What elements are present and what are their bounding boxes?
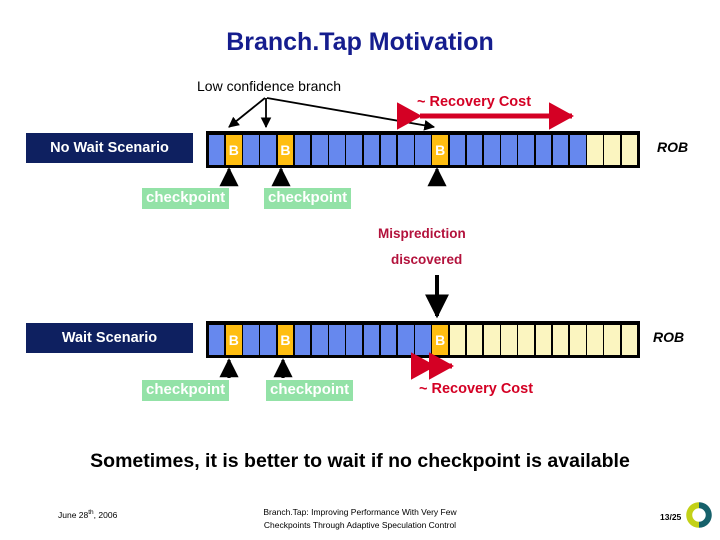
rob-cell-empty xyxy=(484,324,500,355)
footer-paper-line1: Branch.Tap: Improving Performance With V… xyxy=(263,507,457,517)
rob-cell-empty xyxy=(587,324,603,355)
scenario-label-no-wait: No Wait Scenario xyxy=(26,133,193,163)
rob-cell-occupied xyxy=(294,134,311,165)
rob-cell-empty xyxy=(466,324,483,355)
rob-cell-occupied xyxy=(449,134,466,165)
rob-cell-empty xyxy=(587,134,603,165)
rob-cell-branch: B xyxy=(432,134,449,165)
scenario-label-wait: Wait Scenario xyxy=(26,323,193,353)
rob-cell-empty xyxy=(621,134,638,165)
rob-cell-empty xyxy=(604,324,621,355)
rob-cell-empty xyxy=(518,324,535,355)
rob-cell-empty xyxy=(621,324,638,355)
footer-date-main: June 28 xyxy=(58,509,89,520)
rob-cell-occupied xyxy=(466,134,483,165)
rob-cell-empty xyxy=(449,324,466,355)
rob-cell-occupied xyxy=(208,324,225,355)
rob-cell-occupied xyxy=(363,324,380,355)
rob-cell-occupied xyxy=(312,134,328,165)
rob-cell-occupied xyxy=(380,324,397,355)
recovery-cost-label-bottom: ~ Recovery Cost xyxy=(419,381,534,397)
footer-date-suffix: th xyxy=(88,509,94,516)
rob-cell-branch: B xyxy=(277,134,294,165)
page-title: Branch.Tap Motivation xyxy=(226,28,494,56)
rob-cell-occupied xyxy=(260,134,277,165)
misprediction-label-line1: Misprediction xyxy=(378,226,466,241)
low-confidence-branch-label: Low confidence branch xyxy=(197,78,341,94)
rob-cell-occupied xyxy=(329,134,345,165)
rob-cell-occupied xyxy=(415,134,431,165)
footer-date-year: , 2006 xyxy=(93,509,118,520)
rob-cell-occupied xyxy=(535,134,552,165)
misprediction-label-line2: discovered xyxy=(391,252,463,267)
footer-page-number: 13/25 xyxy=(660,512,682,522)
rob-cell-occupied xyxy=(570,134,586,165)
checkpoint-chip: checkpoint xyxy=(142,188,230,209)
rob-cell-empty xyxy=(552,324,569,355)
checkpoint-arrows-no-wait xyxy=(219,167,447,187)
rob-cell-occupied xyxy=(243,134,259,165)
rob-cell-branch: B xyxy=(277,324,294,355)
rob-cell-occupied xyxy=(312,324,328,355)
footer-date: June 28th, 2006 xyxy=(58,509,117,520)
rob-cell-occupied xyxy=(346,134,363,165)
rob-cell-branch: B xyxy=(432,324,449,355)
rob-cell-occupied xyxy=(208,134,225,165)
rob-label-wait: ROB xyxy=(653,329,685,345)
rob-cell-branch: B xyxy=(226,324,242,355)
rob-cell-occupied xyxy=(380,134,397,165)
recovery-cost-label-top: ~ Recovery Cost xyxy=(417,94,532,110)
rob-cell-occupied xyxy=(398,324,414,355)
rob-cell-branch: B xyxy=(226,134,242,165)
rob-cell-occupied xyxy=(415,324,431,355)
rob-cell-occupied xyxy=(484,134,500,165)
footer-paper-title: Branch.Tap: Improving Performance With V… xyxy=(210,506,510,532)
footer-paper-line2: Checkpoints Through Adaptive Speculation… xyxy=(263,519,457,530)
rob-cell-occupied xyxy=(346,324,363,355)
low-confidence-fanout-arrows xyxy=(228,97,436,131)
rob-cell-empty xyxy=(604,134,621,165)
rob-cell-occupied xyxy=(294,324,311,355)
checkpoint-arrows-wait xyxy=(219,358,293,378)
rob-label-no-wait: ROB xyxy=(657,139,689,155)
rob-cell-occupied xyxy=(398,134,414,165)
aenao-logo-icon xyxy=(686,502,712,528)
rob-cell-empty xyxy=(570,324,586,355)
checkpoint-chip: checkpoint xyxy=(142,380,230,401)
rob-cell-occupied xyxy=(363,134,380,165)
rob-cell-occupied xyxy=(329,324,345,355)
checkpoint-chip: checkpoint xyxy=(266,380,354,401)
rob-cell-occupied xyxy=(243,324,259,355)
slide-headline: Sometimes, it is better to wait if no ch… xyxy=(90,450,630,472)
rob-cell-occupied xyxy=(260,324,277,355)
rob-cell-empty xyxy=(535,324,552,355)
rob-cell-occupied xyxy=(552,134,569,165)
rob-cell-occupied xyxy=(518,134,535,165)
rob-cell-occupied xyxy=(501,134,517,165)
rob-cell-empty xyxy=(501,324,517,355)
checkpoint-chip: checkpoint xyxy=(264,188,352,209)
